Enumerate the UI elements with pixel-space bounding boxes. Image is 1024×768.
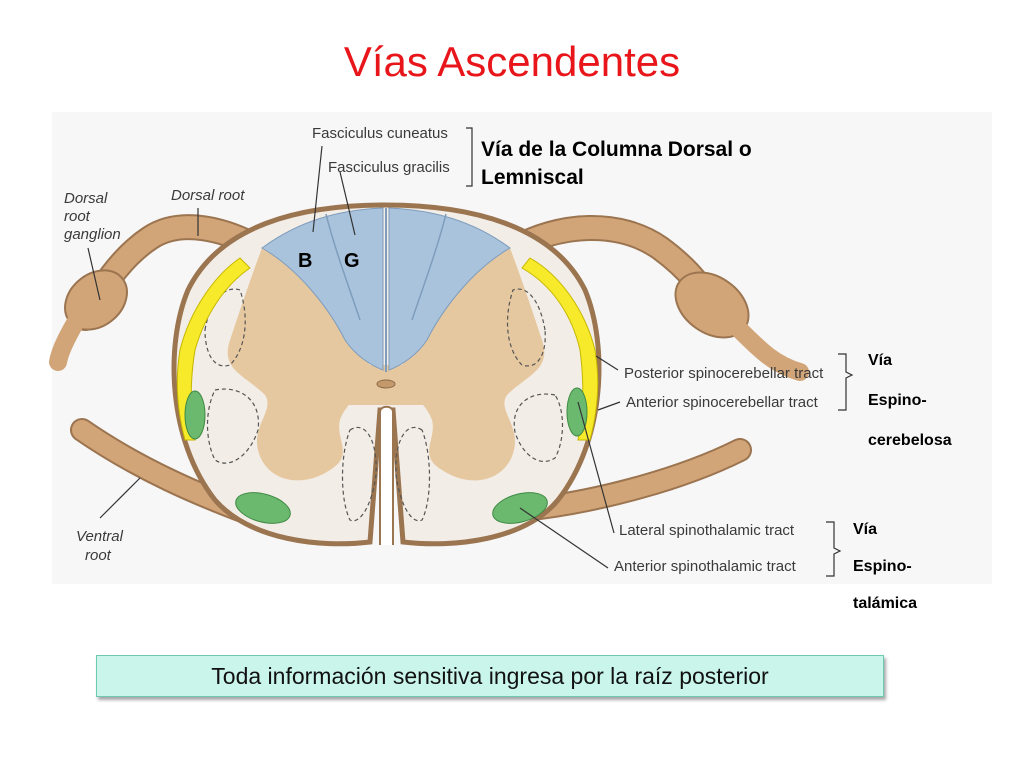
- label-anterior-spinothalamic: Anterior spinothalamic tract: [614, 558, 796, 575]
- label-fasciculus-gracilis: Fasciculus gracilis: [328, 159, 450, 176]
- dorsal-columns: [261, 207, 384, 371]
- pathway-spinocerebellar: Vía Espino- cerebelosa: [868, 352, 952, 449]
- label-fasciculus-cuneatus: Fasciculus cuneatus: [312, 125, 448, 142]
- spinocerebellar-tract-right: [521, 257, 599, 441]
- label-anterior-spinocerebellar: Anterior spinocerebellar tract: [626, 394, 818, 411]
- anterior-median-fissure: [379, 405, 394, 545]
- fasciculus-divider-right: [411, 213, 447, 321]
- fasciculus-divider-left: [325, 213, 361, 321]
- brackets: [466, 127, 854, 577]
- label-ventral-root: Ventral root: [76, 528, 123, 564]
- anterior-spinocerebellar-green-left: [184, 390, 206, 440]
- label-b: B: [298, 250, 313, 272]
- leader-lines: [87, 145, 621, 569]
- spinocerebellar-tract-left: [176, 257, 251, 441]
- anterior-spinothalamic-left: [235, 492, 291, 524]
- spinal-nerve-left: [49, 309, 87, 371]
- anterior-spinocerebellar-green-right: [566, 387, 588, 437]
- label-posterior-spinocerebellar: Posterior spinocerebellar tract: [624, 365, 824, 382]
- footer-note: Toda información sensitiva ingresa por l…: [96, 655, 884, 697]
- central-canal: [376, 379, 396, 389]
- label-dorsal-root-ganglion: Dorsal root ganglion: [64, 190, 121, 243]
- dorsal-columns-right: [388, 207, 511, 371]
- label-dorsal-root: Dorsal root: [171, 187, 245, 204]
- page-title: Vías Ascendentes: [343, 38, 681, 85]
- pathway-lemniscal: Vía de la Columna Dorsal o Lemniscal: [481, 138, 752, 189]
- label-g: G: [344, 250, 360, 272]
- ventral-root-right: [528, 438, 752, 520]
- label-lateral-spinothalamic: Lateral spinothalamic tract: [619, 522, 795, 539]
- spinal-nerve-right: [731, 321, 809, 381]
- pathway-spinothalamic: Vía Espino- talámica: [853, 521, 918, 612]
